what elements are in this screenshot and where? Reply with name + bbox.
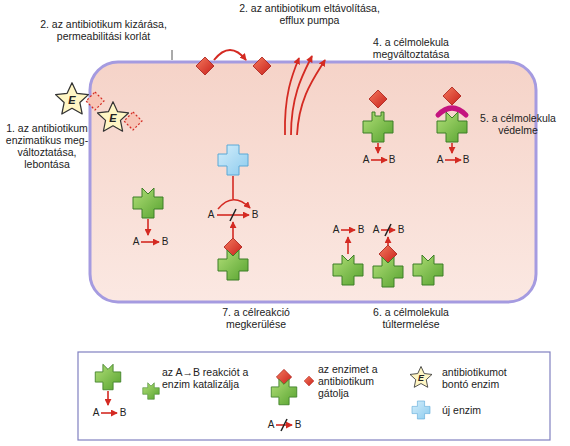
altered-enzyme-symbol	[363, 112, 393, 142]
reaction-letter: A	[363, 155, 370, 165]
legend-new-enzyme-sample	[412, 401, 430, 419]
callout-text: 7. a célreakció megkerülése	[200, 306, 312, 330]
reaction-letter: B	[358, 225, 365, 235]
catalysis-arrow	[377, 143, 379, 153]
legend-enzyme-sample	[271, 379, 297, 405]
reaction-arrow	[341, 229, 355, 231]
antibiotic-symbol	[369, 90, 387, 108]
antibiotic-symbol	[253, 57, 271, 75]
catalysis-arrow	[387, 237, 389, 245]
reaction-arrow	[371, 159, 387, 161]
legend-text: antibiotikumot bontó enzim	[442, 366, 534, 390]
catalysis-arrow	[147, 219, 149, 235]
callout-text: 6. a célmolekula túltermelése	[350, 306, 472, 330]
enzyme-symbol	[218, 250, 248, 280]
legend-text: az enzimet a antibiotikum gátolja	[318, 363, 394, 399]
legend-enzyme-icon	[143, 383, 160, 400]
leader-line	[172, 50, 173, 60]
reaction-letter: B	[463, 155, 470, 165]
callout-text: 4. a célmolekula megváltoztatása	[352, 36, 470, 60]
block-slash	[281, 419, 287, 431]
reaction-letter: B	[389, 155, 396, 165]
reaction-letter: A	[437, 155, 444, 165]
enzyme-symbol	[333, 255, 363, 285]
enzyme-star: E	[54, 82, 90, 118]
efflux-arrow	[297, 60, 325, 135]
legend-box	[78, 352, 550, 440]
catalysis-arrow	[232, 222, 234, 238]
legend-antibiotic-icon	[304, 376, 314, 386]
antibiotic-symbol	[196, 57, 214, 75]
enzyme-symbol	[373, 257, 403, 287]
reaction-arrow	[101, 412, 117, 414]
enzyme-letter: E	[409, 366, 433, 390]
reaction-letter: A	[333, 225, 340, 235]
enzyme-symbol	[133, 188, 163, 218]
enzyme-symbol	[437, 112, 467, 142]
reaction-letter: B	[252, 210, 259, 220]
reaction-letter: B	[120, 408, 127, 418]
reaction-arrow	[445, 159, 461, 161]
reaction-letter: A	[373, 225, 380, 235]
callout-text: 1. az antibiotikum enzimatikus meg- vált…	[0, 122, 94, 170]
reaction-letter: B	[162, 237, 169, 247]
efflux-arrow	[291, 56, 312, 135]
catalysis-arrow	[451, 143, 453, 153]
antibiotic-symbol	[443, 87, 461, 105]
callout-text: 2. az antibiotikum eltávolítása, efflux …	[232, 2, 387, 26]
catalysis-line	[232, 176, 234, 199]
reaction-letter: A	[133, 237, 140, 247]
block-slash	[230, 209, 236, 221]
callout-text: 2. az antibiotikum kizárása, permeabilit…	[36, 18, 171, 42]
legend-text: az A→B reakciót a enzim katalizálja	[162, 366, 260, 390]
legend-text: új enzim	[442, 404, 534, 416]
bypass-arrow	[218, 200, 250, 209]
reaction-letter: B	[295, 420, 302, 430]
catalysis-arrow	[107, 391, 109, 405]
legend-enzyme-sample	[95, 364, 121, 390]
rebound-arrow	[214, 50, 246, 60]
new-enzyme-symbol	[218, 145, 248, 175]
enzyme-letter: E	[96, 101, 130, 135]
callout-text: 5. a célmolekula védelme	[470, 112, 566, 136]
reaction-letter: A	[93, 408, 100, 418]
reaction-letter: A	[268, 420, 275, 430]
bacterial-cell	[90, 62, 536, 302]
catalysis-arrow	[347, 237, 349, 254]
protection-cap	[438, 108, 466, 115]
block-slash	[385, 224, 391, 236]
enzyme-symbol	[413, 255, 443, 285]
reaction-letter: B	[398, 225, 405, 235]
enzyme-star: E	[409, 366, 433, 390]
enzyme-star: E	[96, 101, 130, 135]
reaction-letter: A	[208, 210, 215, 220]
reaction-arrow	[141, 241, 159, 243]
enzyme-letter: E	[54, 82, 90, 118]
